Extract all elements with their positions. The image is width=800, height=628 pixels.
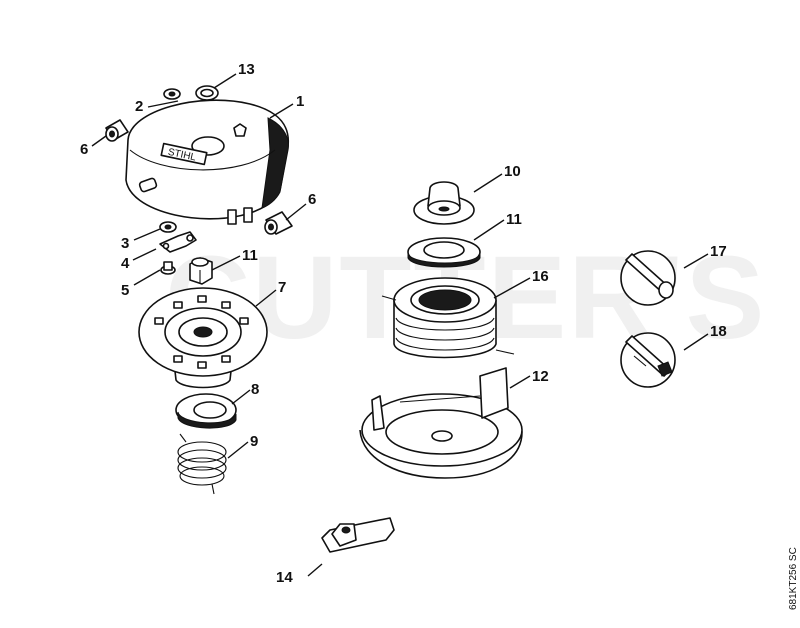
callout-6-left: 6 <box>80 141 88 158</box>
callout-4: 4 <box>121 255 130 272</box>
part-17-line-round[interactable] <box>620 250 676 306</box>
callout-1: 1 <box>296 93 304 110</box>
part-8-ring[interactable] <box>175 393 237 429</box>
part-1-housing[interactable]: STIHL <box>125 99 290 225</box>
callout-15: 14 <box>276 569 293 586</box>
part-6-bushing-right[interactable] <box>264 211 293 235</box>
callout-16: 16 <box>532 268 549 285</box>
part-12-nut[interactable] <box>189 257 213 285</box>
callout-labels: 2 13 1 6 6 3 4 5 11 7 8 9 10 11 16 12 14… <box>80 61 727 586</box>
part-11-adapter[interactable] <box>407 237 481 268</box>
part-16-spool[interactable] <box>381 277 515 359</box>
callout-9: 9 <box>250 433 258 450</box>
callout-7: 7 <box>278 279 286 296</box>
callout-3: 3 <box>121 235 129 252</box>
callout-5: 5 <box>121 282 129 299</box>
callout-12: 11 <box>242 247 258 264</box>
part-3-washer[interactable] <box>159 221 177 233</box>
part-2-nut[interactable] <box>163 88 181 100</box>
callout-17: 17 <box>710 243 727 260</box>
part-18-line-shaped[interactable] <box>620 332 676 388</box>
part-10-cap[interactable] <box>413 181 475 225</box>
callout-6-right: 6 <box>308 191 316 208</box>
part-7-eyelet-housing[interactable] <box>138 287 268 389</box>
leader-lines <box>91 73 709 577</box>
callout-2: 2 <box>135 98 143 115</box>
part-6-bushing-left[interactable] <box>105 119 129 142</box>
part-9-spring[interactable] <box>177 433 227 495</box>
drawing-code: 681KT256 SC <box>788 547 799 610</box>
part-14-snap-ring[interactable] <box>195 85 219 101</box>
part-5-screw[interactable] <box>160 261 176 275</box>
callout-10: 10 <box>504 163 521 180</box>
callout-13: 12 <box>532 368 549 385</box>
part-15-wedge[interactable] <box>321 517 395 553</box>
callout-8: 8 <box>251 381 259 398</box>
part-4-lever[interactable] <box>159 231 197 253</box>
part-13-cover[interactable] <box>359 367 523 479</box>
callout-11: 11 <box>506 211 522 228</box>
callout-14: 13 <box>238 61 255 78</box>
callout-18: 18 <box>710 323 727 340</box>
